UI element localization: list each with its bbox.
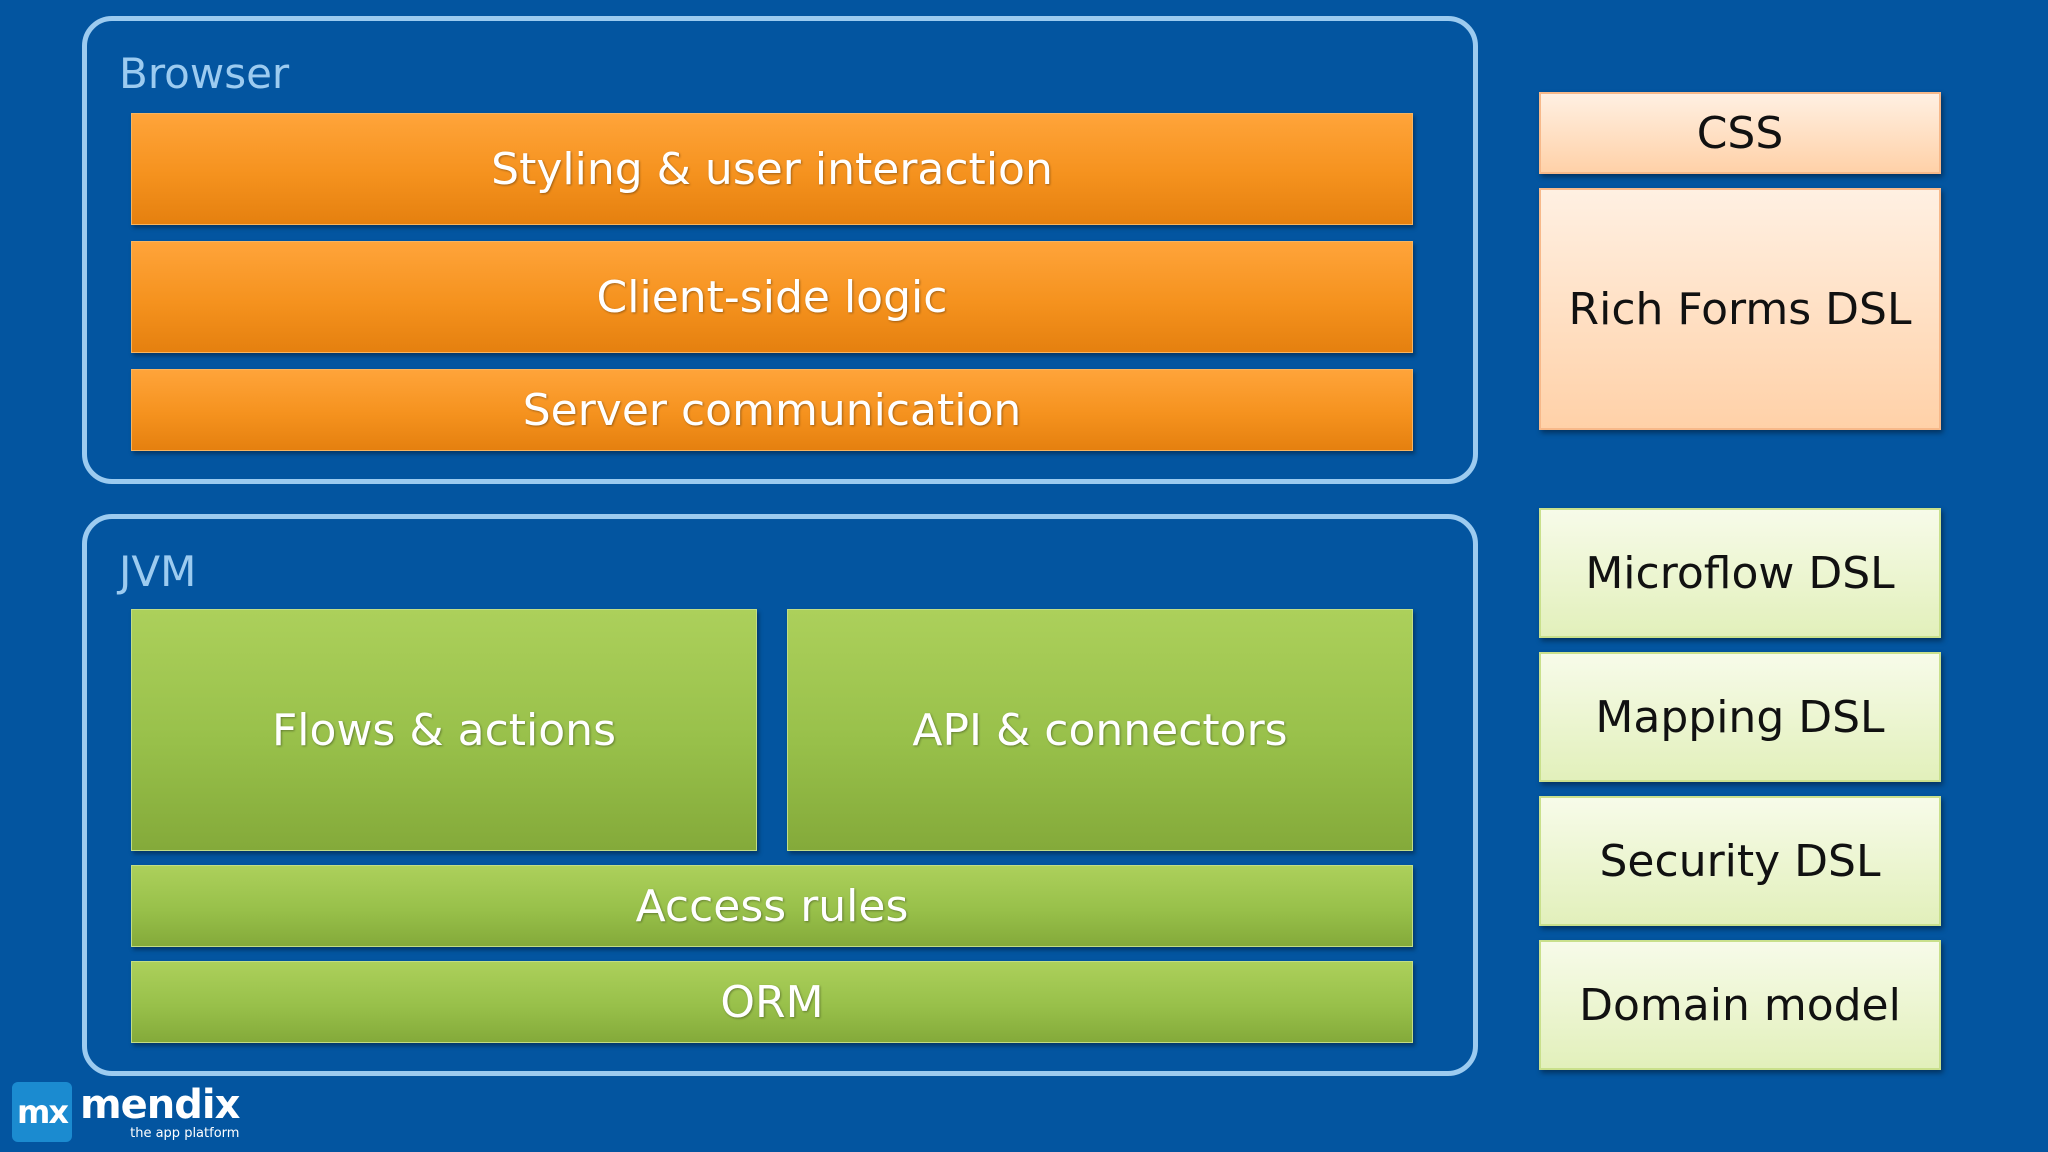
client-side-logic-layer: Client-side logic [131, 241, 1413, 353]
access-rules-layer: Access rules [131, 865, 1413, 947]
styling-user-interaction-layer: Styling & user interaction [131, 113, 1413, 225]
logo-tagline: the app platform [130, 1126, 240, 1141]
jvm-label: JVM [119, 547, 197, 596]
server-communication-layer: Server communication [131, 369, 1413, 451]
flows-actions-block: Flows & actions [131, 609, 757, 851]
api-connectors-block: API & connectors [787, 609, 1413, 851]
mendix-logo: mx mendix the app platform [12, 1082, 240, 1142]
rich-forms-dsl-box: Rich Forms DSL [1539, 188, 1941, 430]
browser-container: Browser [82, 16, 1478, 484]
mapping-dsl-box: Mapping DSL [1539, 652, 1941, 782]
mx-logo-icon: mx [12, 1082, 72, 1142]
orm-layer: ORM [131, 961, 1413, 1043]
css-box: CSS [1539, 92, 1941, 174]
domain-model-box: Domain model [1539, 940, 1941, 1070]
browser-label: Browser [119, 49, 290, 98]
security-dsl-box: Security DSL [1539, 796, 1941, 926]
jvm-container: JVM [82, 514, 1478, 1076]
microflow-dsl-box: Microflow DSL [1539, 508, 1941, 638]
logo-wordmark: mendix [80, 1082, 240, 1128]
